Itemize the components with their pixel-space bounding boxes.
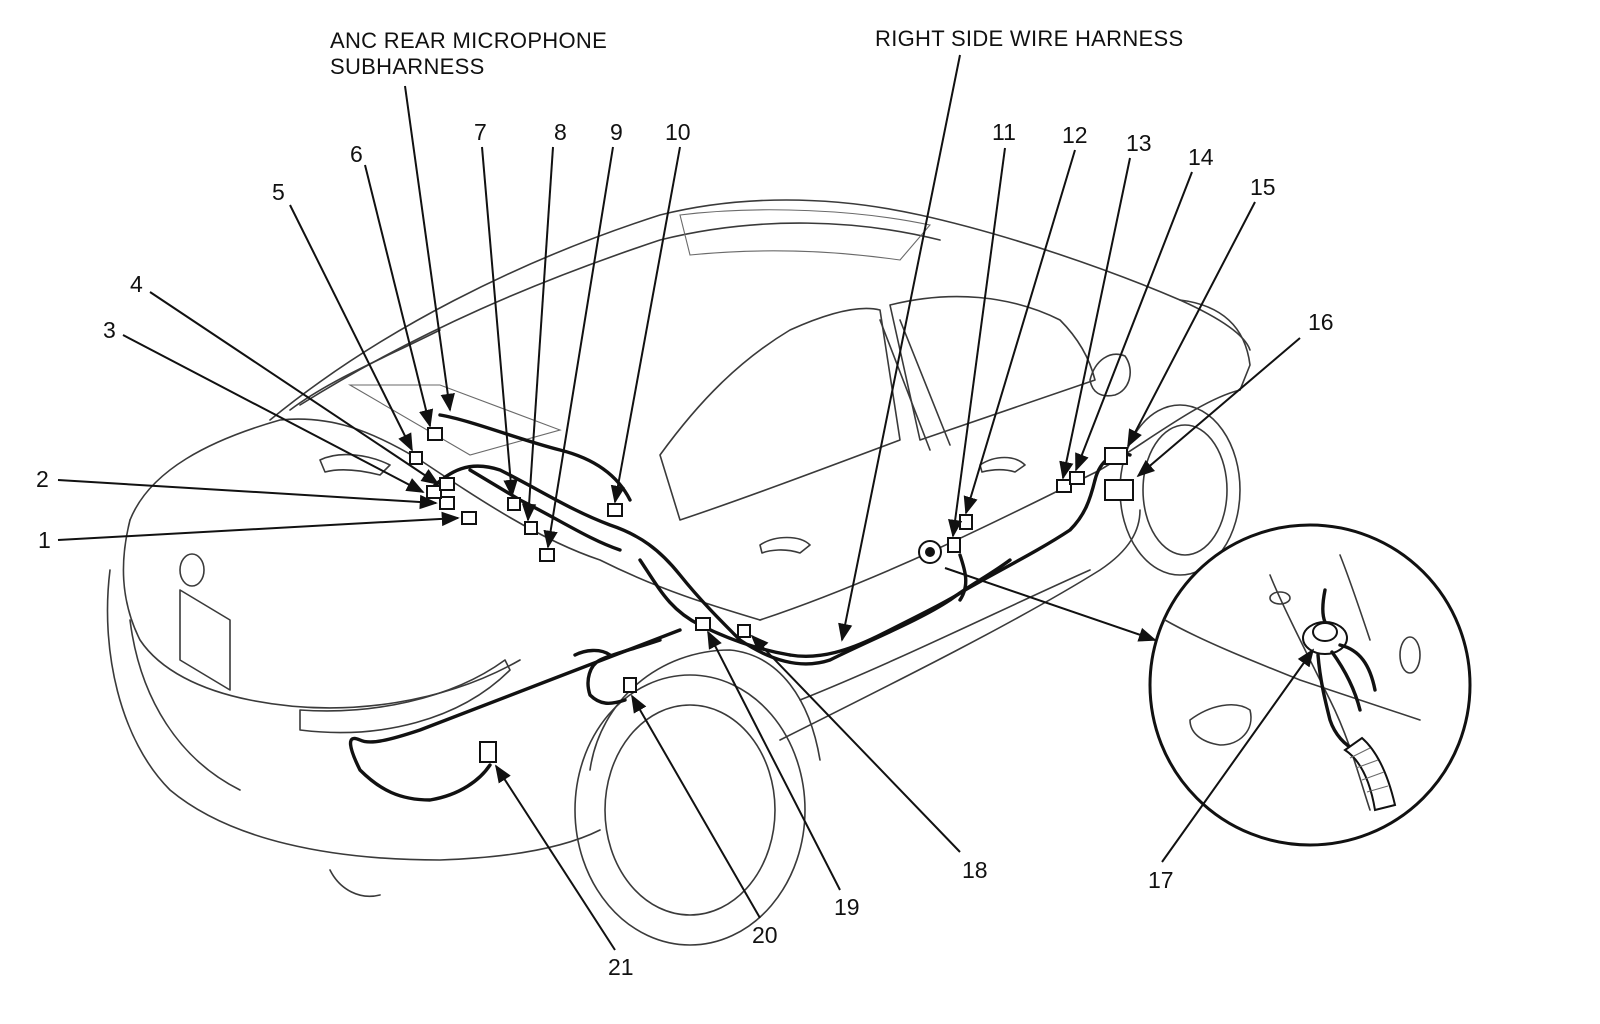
connector-12 xyxy=(959,514,973,530)
callout-12: 12 xyxy=(1062,122,1088,148)
callout-8: 8 xyxy=(554,119,567,145)
callout-5: 5 xyxy=(272,179,285,205)
callout-20: 20 xyxy=(752,922,778,948)
callout-2: 2 xyxy=(36,466,49,492)
callout-10: 10 xyxy=(665,119,691,145)
callout-3: 3 xyxy=(103,317,116,343)
connector-13 xyxy=(1056,479,1072,493)
caption-anc-line2: SUBHARNESS xyxy=(330,54,485,79)
connector-2 xyxy=(439,496,455,510)
ground-detail-inset xyxy=(1148,523,1472,847)
connector-15 xyxy=(1104,447,1128,465)
callout-15: 15 xyxy=(1250,174,1276,200)
callout-19: 19 xyxy=(834,894,860,920)
callout-7: 7 xyxy=(474,119,487,145)
connector-3 xyxy=(426,485,442,499)
callout-17: 17 xyxy=(1148,867,1174,893)
callout-6: 6 xyxy=(350,141,363,167)
connector-14 xyxy=(1069,471,1085,485)
callout-9: 9 xyxy=(610,119,623,145)
callout-21: 21 xyxy=(608,954,634,980)
caption-right-side-wire-harness: RIGHT SIDE WIRE HARNESS xyxy=(875,26,1183,51)
connector-1 xyxy=(461,511,477,525)
connector-6 xyxy=(427,427,443,441)
caption-anc-line1: ANC REAR MICROPHONE xyxy=(330,28,607,53)
connector-20 xyxy=(623,677,637,693)
connectors xyxy=(409,427,1134,763)
callout-16: 16 xyxy=(1308,309,1334,335)
connector-9 xyxy=(539,548,555,562)
connector-8 xyxy=(524,521,538,535)
callout-11: 11 xyxy=(992,119,1016,145)
callout-leaders xyxy=(57,54,1315,951)
callout-4: 4 xyxy=(130,271,143,297)
connector-19 xyxy=(695,617,711,631)
connector-10 xyxy=(607,503,623,517)
callout-18: 18 xyxy=(962,857,988,883)
callout-1: 1 xyxy=(38,527,51,553)
callout-13: 13 xyxy=(1126,130,1152,156)
connector-4 xyxy=(439,477,455,491)
connector-18 xyxy=(737,624,751,638)
connector-21 xyxy=(479,741,497,763)
wire-harness xyxy=(348,413,1132,802)
connector-7 xyxy=(507,497,521,511)
callout-14: 14 xyxy=(1188,144,1214,170)
connector-5 xyxy=(409,451,423,465)
connector-16 xyxy=(1104,479,1134,501)
connector-11 xyxy=(947,537,961,553)
